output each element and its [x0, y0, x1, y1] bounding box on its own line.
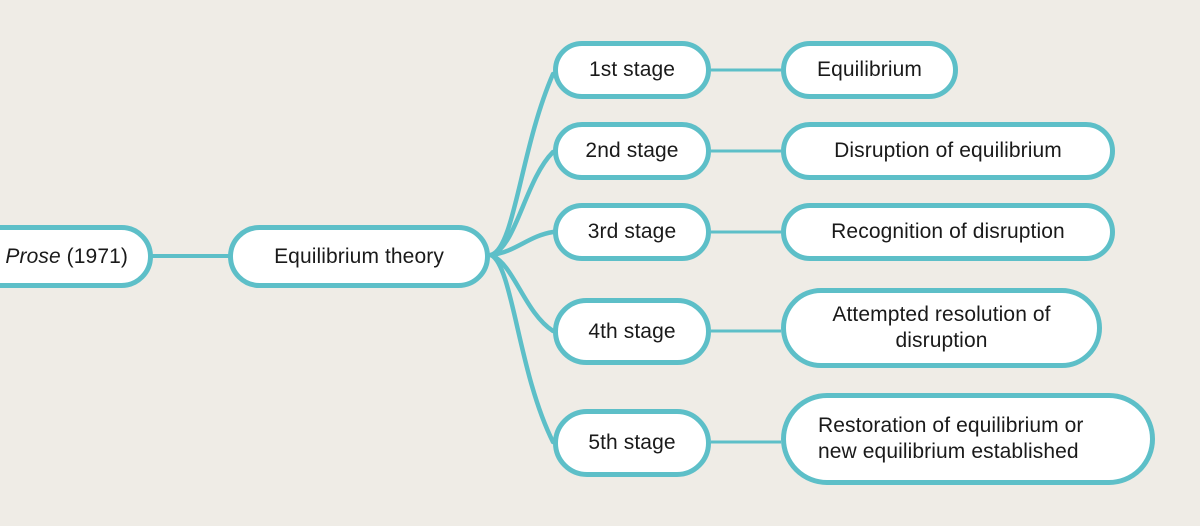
branch-node-label: Equilibrium theory [274, 244, 444, 268]
connector-branch-to-stage-4 [488, 252, 556, 334]
stage-node-2-label: 2nd stage [585, 139, 679, 163]
description-node-4[interactable]: Attempted resolution of disruption [781, 288, 1102, 368]
stage-node-1[interactable]: 1st stage [553, 41, 711, 99]
description-node-3-label: Recognition of disruption [831, 220, 1065, 244]
stage-node-4[interactable]: 4th stage [553, 298, 711, 365]
description-node-1[interactable]: Equilibrium [781, 41, 958, 99]
root-node-label: Prose (1971) [0, 244, 148, 270]
connector-branch-to-stage-3 [488, 229, 556, 258]
description-node-1-label: Equilibrium [817, 58, 922, 82]
description-node-4-label: Attempted resolution of disruption [832, 303, 1051, 352]
description-node-5[interactable]: Restoration of equilibrium or new equili… [781, 393, 1155, 485]
root-node-title-italic: Prose [5, 244, 61, 268]
description-node-2[interactable]: Disruption of equilibrium [781, 122, 1115, 180]
stage-node-1-label: 1st stage [588, 58, 676, 82]
stage-node-3-label: 3rd stage [587, 220, 677, 244]
stage-node-2[interactable]: 2nd stage [553, 122, 711, 180]
description-node-3[interactable]: Recognition of disruption [781, 203, 1115, 261]
root-node-prose-1971[interactable]: Prose (1971) [0, 225, 153, 288]
description-node-5-label: Restoration of equilibrium or new equili… [818, 414, 1084, 463]
connector-branch-to-stage-1 [488, 71, 556, 258]
root-node-year: (1971) [60, 244, 128, 268]
stage-node-3[interactable]: 3rd stage [553, 203, 711, 261]
connector-branch-to-stage-5 [488, 252, 556, 445]
description-node-2-label: Disruption of equilibrium [834, 139, 1062, 163]
stage-node-5-label: 5th stage [588, 431, 676, 455]
connector-branch-to-stage-2 [488, 149, 556, 258]
branch-node-equilibrium-theory[interactable]: Equilibrium theory [228, 225, 490, 288]
stage-node-5[interactable]: 5th stage [553, 409, 711, 477]
stage-node-4-label: 4th stage [588, 319, 676, 343]
